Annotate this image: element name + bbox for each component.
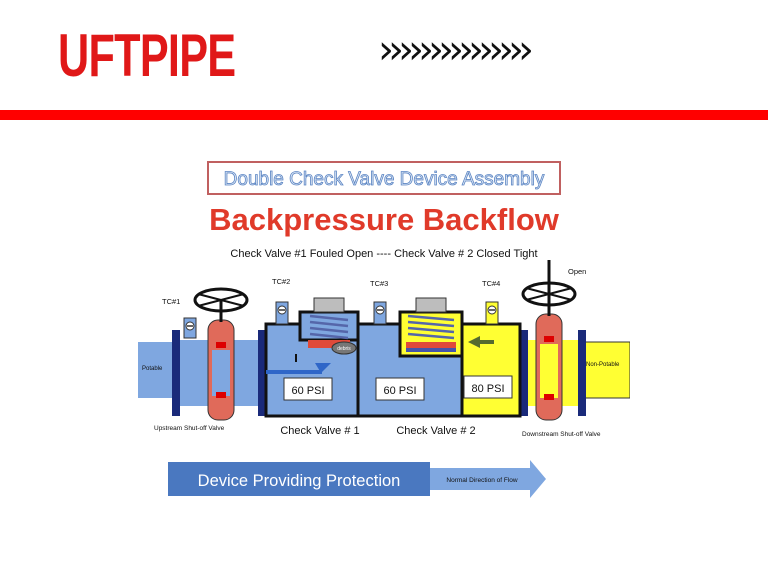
downstream-chamber <box>460 322 522 418</box>
open-label: Open <box>568 267 586 276</box>
non-potable-label: Non-Potable <box>586 362 620 368</box>
upstream-gate-seat-top <box>216 342 226 348</box>
flange-1 <box>172 330 180 416</box>
protection-banner <box>168 462 430 496</box>
upstream-handwheel <box>193 287 249 313</box>
test-cock-4-label: TC#4 <box>482 279 500 288</box>
check-valve-1-disc <box>308 340 350 348</box>
upstream-valve-label: Upstream Shut-off Valve <box>154 425 225 432</box>
test-cock-1 <box>183 317 197 339</box>
upstream-gate-seat-bottom <box>216 392 226 398</box>
debris-label: debris <box>337 346 351 352</box>
header-divider <box>0 110 768 120</box>
check-valve-2-label: Check Valve # 2 <box>396 425 475 437</box>
pressure-box-3 <box>463 375 513 399</box>
title-text: Backpressure Backflow <box>209 202 560 237</box>
chevrons-decoration: ››››››››››››››› <box>378 27 534 73</box>
check-valve-1-spring <box>309 314 349 340</box>
heading-box <box>207 161 561 195</box>
downstream-valve-label: Downstream Shut-off Valve <box>522 431 601 438</box>
check-valve-2-disc <box>406 342 456 348</box>
check-valve-2-cap <box>415 297 447 313</box>
test-cock-3-label: TC#3 <box>370 279 388 288</box>
flow-direction-label: Normal Direction of Flow <box>446 477 517 484</box>
flange-3 <box>520 330 528 416</box>
pressure-3: 80 PSI <box>471 383 504 395</box>
test-cock-2 <box>275 301 289 325</box>
debris <box>331 341 357 355</box>
flange-2 <box>258 330 266 416</box>
heading-text: Double Check Valve Device Assembly <box>224 169 545 190</box>
subtitle-text: Check Valve #1 Fouled Open ---- Check Va… <box>230 248 537 260</box>
test-cock-3 <box>373 301 387 325</box>
pressure-box-1 <box>283 377 333 401</box>
upstream-gate-open <box>212 350 230 396</box>
logo: UFTPIPE <box>58 24 304 88</box>
test-cock-2-label: TC#2 <box>272 277 290 286</box>
check-valve-1-cap <box>313 297 345 313</box>
test-cock-1-label: TC#1 <box>162 297 180 306</box>
pressure-arrow <box>468 336 494 348</box>
pressure-1: 60 PSI <box>291 385 324 397</box>
check-valve-1-label: Check Valve # 1 <box>280 425 359 437</box>
protection-banner-text: Device Providing Protection <box>198 472 401 490</box>
diagram-image: Double Check Valve Device Assembly Backp… <box>138 150 631 518</box>
downstream-gate-open <box>540 344 558 398</box>
downstream-handwheel <box>521 281 577 307</box>
pressure-2: 60 PSI <box>383 385 416 397</box>
flow-direction-arrow <box>430 460 546 498</box>
flange-4 <box>578 330 586 416</box>
pressure-box-2 <box>375 377 425 401</box>
test-cock-4 <box>485 301 499 325</box>
check-valve-2-spring <box>407 314 455 340</box>
outlet-pipe <box>583 341 631 399</box>
inlet-pipe <box>138 342 178 398</box>
logo-text: UFTPIPE <box>58 22 236 89</box>
potable-label: Potable <box>142 366 163 372</box>
